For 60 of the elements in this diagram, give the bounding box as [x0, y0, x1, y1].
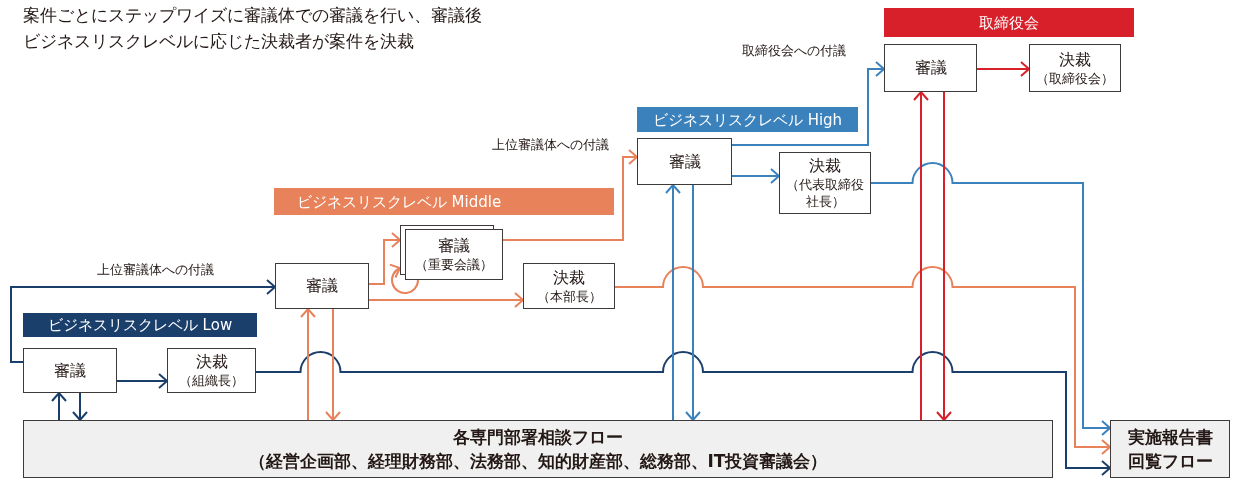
arrow: [116, 373, 168, 389]
process-box: [275, 263, 369, 309]
level-band: [274, 188, 614, 215]
arrow: [300, 308, 316, 421]
box-subtitle: （重要会議）: [415, 256, 493, 273]
band-label: 取締役会: [979, 12, 1039, 33]
heading-text: 案件ごとにステップワイズに審議体での審議を行い、審議後ビジネスリスクレベルに応じた決裁者が案件を決裁: [23, 4, 483, 53]
box-subtitle: （代表取締役社長）: [785, 176, 865, 210]
band-label: ビジネスリスクレベル Middle: [296, 191, 502, 212]
box-title: 決裁: [195, 352, 228, 372]
box-title: 審議: [306, 276, 338, 296]
arrow: [368, 232, 401, 285]
arrow: [368, 292, 524, 308]
level-band: [884, 8, 1134, 37]
edge-label: 取締役会への付議: [740, 42, 848, 60]
arrow: [731, 168, 780, 184]
arrow: [325, 308, 341, 421]
arrow: [72, 392, 88, 421]
arrow: [10, 279, 276, 363]
level-band: [637, 107, 858, 132]
box-title: 決裁: [809, 156, 841, 176]
box-subtitle: （経営企画部、経理財務部、法務部、知的財産部、総務部、IT投資審議会）: [248, 450, 828, 473]
process-box: [167, 348, 256, 393]
box-title: 審議: [438, 236, 470, 256]
box-title: 各専門部署相談フロー: [453, 426, 623, 449]
stacked-box: [400, 225, 503, 280]
band-label: ビジネスリスクレベル High: [652, 109, 843, 130]
process-box: [1029, 44, 1121, 92]
box-subtitle: （取締役会）: [1036, 69, 1114, 87]
box-title: 審議: [914, 58, 947, 78]
arrow: [976, 61, 1030, 77]
arrow: [255, 351, 1111, 476]
level-band: [23, 313, 257, 337]
process-box: [637, 138, 732, 185]
edge-label: 上位審議体への付議: [95, 261, 216, 279]
arrow: [870, 162, 1111, 436]
flow-box: [23, 420, 1053, 478]
process-box: [23, 348, 117, 393]
arrow: [936, 91, 952, 421]
arrow: [51, 392, 67, 421]
arrow: [388, 264, 419, 294]
box-title: 決裁: [1059, 49, 1091, 70]
process-box: [523, 263, 615, 309]
arrow: [685, 184, 701, 421]
arrow: [502, 149, 638, 241]
process-box: [779, 152, 871, 214]
arrow: [665, 184, 681, 421]
box-title: 決裁: [553, 267, 585, 288]
arrow: [614, 266, 1111, 455]
edge-label: 上位審議体への付議: [490, 136, 611, 154]
box-title: 審議: [54, 360, 86, 381]
box-title: 実施報告書回覧フロー: [1126, 426, 1214, 473]
arrow: [731, 61, 885, 146]
arrow: [913, 91, 929, 421]
box-subtitle: （組織長）: [179, 372, 244, 389]
box-title: 審議: [668, 151, 701, 172]
flow-box: [1110, 420, 1230, 478]
process-box: [884, 44, 977, 92]
band-label: ビジネスリスクレベル Low: [47, 315, 233, 335]
box-subtitle: （本部長）: [536, 287, 602, 305]
